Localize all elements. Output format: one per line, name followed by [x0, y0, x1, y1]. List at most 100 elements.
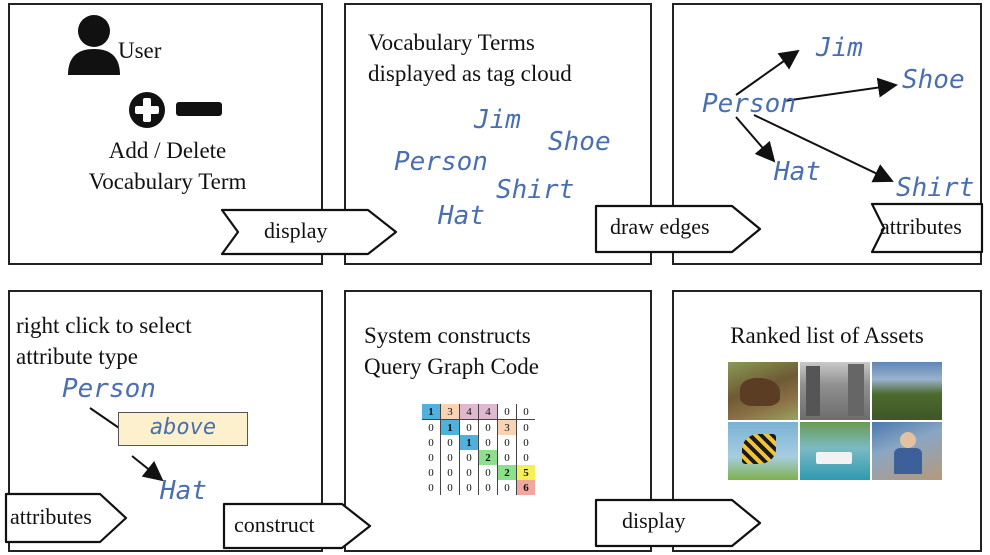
node-jim[interactable]: Jim: [816, 33, 863, 63]
matrix-cell: 5: [516, 465, 535, 480]
matrix-row: 1 3 4 4 0 0: [422, 404, 535, 420]
matrix-cell: 0: [497, 450, 517, 465]
matrix-cell: 2: [497, 465, 517, 480]
matrix-cell: 1: [440, 419, 460, 435]
asset-thumbnail-boat[interactable]: [800, 422, 870, 480]
arrow-attributes-bottom-label: attributes: [10, 504, 92, 529]
matrix-cell: 2: [478, 450, 498, 465]
attr-node-person[interactable]: Person: [62, 374, 156, 404]
tag-person[interactable]: Person: [394, 147, 488, 177]
matrix-cell: 3: [440, 404, 460, 420]
arrow-draw-edges-label: draw edges: [610, 214, 710, 239]
tag-jim[interactable]: Jim: [474, 105, 521, 135]
attribute-type-box[interactable]: above: [118, 412, 248, 446]
arrow-draw-edges[interactable]: draw edges: [594, 202, 762, 256]
matrix-cell: 0: [440, 465, 460, 480]
user-icon: [68, 15, 120, 75]
arrow-display-2-label: display: [622, 508, 686, 533]
matrix-row: 0 0 0 0 0 6: [422, 480, 535, 495]
qgc-title-line1: System constructs: [364, 323, 531, 348]
attribute-edge: [89, 407, 164, 482]
asset-grid: [728, 362, 942, 482]
tag-cloud-title: Vocabulary Terms displayed as tag cloud: [368, 27, 572, 89]
matrix-cell: 0: [497, 404, 517, 420]
asset-thumbnail-street[interactable]: [800, 362, 870, 420]
matrix-cell: 0: [428, 451, 434, 464]
tag-shoe[interactable]: Shoe: [548, 127, 611, 157]
matrix-cell: 0: [428, 481, 434, 494]
matrix-cell: 0: [440, 450, 460, 465]
arrow-attributes-top-label: attributes: [880, 214, 962, 239]
user-label: User: [118, 38, 162, 63]
graph-edges: [735, 49, 898, 183]
matrix-cell: 0: [459, 450, 479, 465]
matrix-cell: 0: [459, 419, 479, 435]
edge-person-shirt: [753, 114, 894, 183]
arrow-display-1[interactable]: display: [220, 206, 398, 258]
matrix-cell: 6: [516, 480, 535, 495]
matrix-cell: 0: [440, 435, 460, 450]
panel-tag-cloud: Vocabulary Terms displayed as tag cloud …: [344, 3, 652, 265]
matrix-cell: 0: [516, 435, 535, 450]
edge-person-shoe: [783, 77, 898, 102]
arrow-display-1-label: display: [264, 218, 328, 243]
matrix-cell: 0: [516, 419, 535, 435]
arrow-construct[interactable]: construct: [222, 500, 372, 552]
add-icon[interactable]: [128, 91, 166, 129]
matrix-cell: 0: [516, 404, 535, 420]
matrix-cell: 0: [478, 435, 498, 450]
matrix-row: 0 0 1 0 0 0: [422, 435, 535, 450]
tag-shirt[interactable]: Shirt: [496, 175, 575, 205]
matrix-row: 0 0 0 0 2 5: [422, 465, 535, 480]
qgc-title-line2: Query Graph Code: [364, 354, 540, 379]
attribute-type-title-line2: attribute type: [16, 344, 138, 369]
matrix-cell: 0: [428, 466, 434, 479]
edge-person-jim: [735, 49, 800, 96]
matrix-cell: 4: [478, 404, 498, 420]
matrix-cell: 0: [478, 465, 498, 480]
matrix-cell: 0: [497, 435, 517, 450]
attribute-type-title-line1: right click to select: [16, 313, 192, 338]
node-hat[interactable]: Hat: [774, 157, 821, 187]
attr-node-hat[interactable]: Hat: [160, 476, 207, 506]
panel-add-delete-term: User Add / Delete Vocabulary Term: [8, 3, 323, 265]
asset-thumbnail-people[interactable]: [872, 422, 942, 480]
matrix-cell: 4: [459, 404, 479, 420]
qgc-title: System constructs Query Graph Code: [364, 320, 539, 382]
matrix-cell: 0: [440, 480, 460, 495]
add-delete-line2: Vocabulary Term: [88, 169, 247, 194]
ranked-assets-title: Ranked list of Assets: [730, 323, 924, 348]
delete-icon[interactable]: [176, 102, 222, 116]
matrix-cell: 1: [422, 404, 441, 420]
node-shirt[interactable]: Shirt: [896, 173, 975, 203]
asset-thumbnail-landscape[interactable]: [872, 362, 942, 420]
matrix-cell: 1: [459, 435, 479, 450]
attribute-type-title: right click to select attribute type: [16, 310, 192, 372]
add-delete-label: Add / Delete Vocabulary Term: [10, 135, 325, 197]
asset-thumbnail-butterfly[interactable]: [728, 422, 798, 480]
matrix-cell: 0: [459, 480, 479, 495]
tag-hat[interactable]: Hat: [438, 201, 485, 231]
tag-cloud-title-line1: Vocabulary Terms: [368, 30, 535, 55]
arrow-attributes-top[interactable]: attributes: [870, 200, 984, 256]
matrix-cell: 0: [428, 436, 434, 449]
arrow-display-2[interactable]: display: [594, 496, 762, 550]
asset-thumbnail-bear[interactable]: [728, 362, 798, 420]
matrix-cell: 3: [497, 419, 517, 435]
matrix-cell: 0: [478, 419, 498, 435]
matrix-row: 0 1 0 0 3 0: [422, 419, 535, 435]
matrix-cell: 0: [497, 480, 517, 495]
matrix-cell: 0: [516, 450, 535, 465]
attribute-type-label: above: [149, 415, 217, 440]
arrow-construct-label: construct: [234, 512, 315, 537]
matrix-cell: 0: [459, 465, 479, 480]
matrix-cell: 0: [428, 421, 434, 434]
tag-cloud-title-line2: displayed as tag cloud: [368, 61, 572, 86]
matrix-cell: 0: [478, 480, 498, 495]
node-person[interactable]: Person: [702, 89, 796, 119]
add-delete-line1: Add / Delete: [108, 138, 227, 163]
query-graph-code-matrix: 1 3 4 4 0 0 0 1 0 0 3 0 0 0 1 0 0 0 0 0 …: [422, 404, 535, 495]
edge-person-hat: [735, 116, 776, 163]
node-shoe[interactable]: Shoe: [902, 65, 965, 95]
arrow-attributes-bottom[interactable]: attributes: [4, 490, 128, 546]
